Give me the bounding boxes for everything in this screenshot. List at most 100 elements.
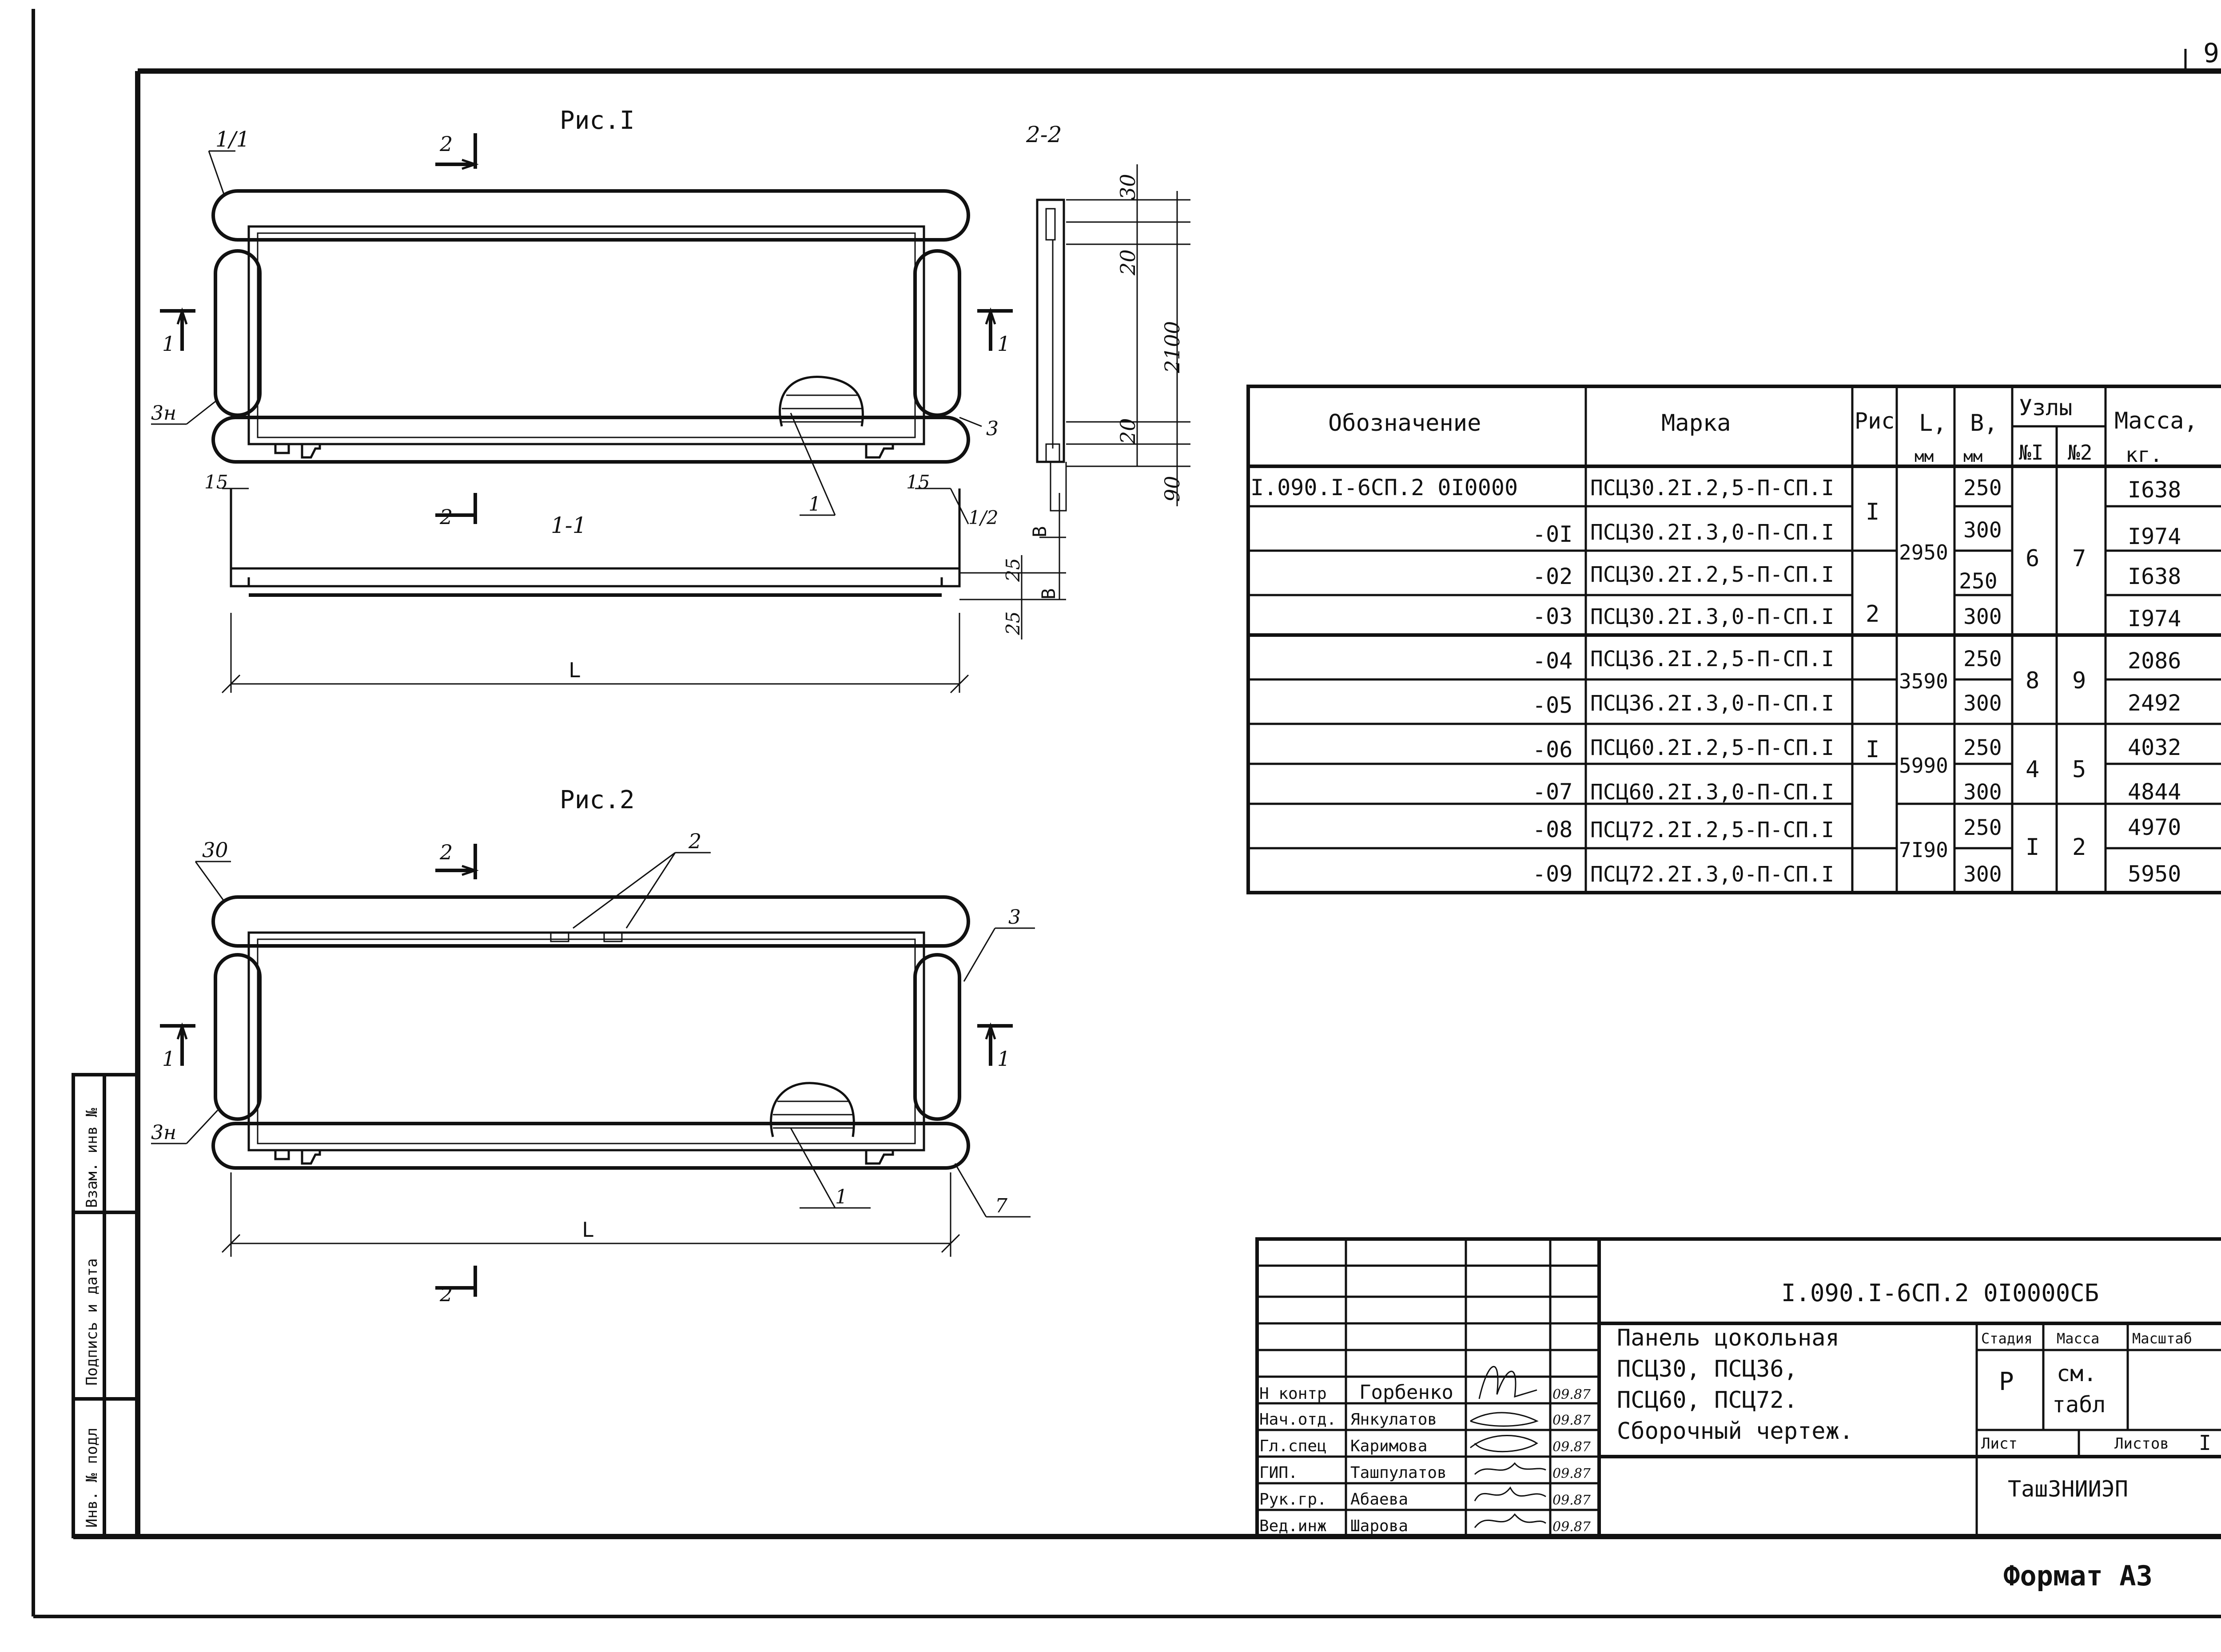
fig2-label-left: 3н [151,1121,176,1144]
node1-group-3: I [2026,834,2039,861]
sig-date-0: 09.87 [1552,1387,1591,1402]
title-line-3: ПСЦ60, ПСЦ72. [1617,1387,1798,1414]
node2-group-1: 9 [2072,667,2086,694]
th-mass: Масса, [2114,408,2198,434]
dim-11-15-left: 15 [204,471,228,493]
row-5-B: 300 [1963,691,2002,716]
section-2-2: 2-2 30 20 2100 20 90 [1026,122,1190,512]
fig1-section-mark-top: 2 [439,132,453,156]
title-line-2: ПСЦ30, ПСЦ36, [1617,1356,1798,1382]
fig-group-1: 2 [1866,601,1879,627]
L-group-0: 2950 [1899,540,1948,564]
row-3-mark: ПСЦ30.2I.3,0-П-СП.I [1590,604,1834,629]
row-7-designation: -07 [1532,779,1572,805]
section-22-title: 2-2 [1026,122,1062,147]
node1-group-0: 6 [2026,545,2039,572]
fig1-section-mark-right: 1 [997,332,1010,356]
title-line-1: Панель цокольная [1617,1325,1839,1351]
sig-name-4: Абаева [1350,1490,1408,1509]
fig2-title: Рис.2 [560,786,635,814]
fig1-label-bottom: 1 [808,493,821,516]
row-5-designation: -05 [1532,692,1572,718]
row-8-designation: -08 [1532,817,1572,842]
stamp-replace-inv: Взам. инв № [83,1108,101,1208]
title-line-4: Сборочный чертеж. [1617,1418,1853,1445]
row-0-mass: I638 [2128,477,2181,503]
dim-11-B-side: B [1038,588,1059,600]
row-6-B: 250 [1963,735,2002,760]
row-1-mass: I974 [2128,524,2181,549]
dim-11-25-bottom: 25 [1002,612,1024,635]
sheets-value: I [2199,1431,2211,1455]
sig-date-3: 09.87 [1552,1466,1591,1481]
fig1-title: Рис.I [560,106,635,135]
dim-22-90: 90 [1160,476,1184,502]
row-1-B: 300 [1963,518,2002,543]
row-4-mass: 2086 [2128,648,2181,674]
th-fig: Рис [1855,408,1895,434]
mass-value-1: см. [2057,1361,2097,1386]
row-0-mark: ПСЦ30.2I.2,5-П-СП.I [1590,476,1834,500]
stamp-inv-no: Инв. № подл [83,1428,101,1528]
row-7-mark: ПСЦ60.2I.3,0-П-СП.I [1590,780,1834,805]
th-designation: Обозначение [1328,410,1481,437]
row-9-mark: ПСЦ72.2I.3,0-П-СП.I [1590,862,1834,887]
fig2-dim-L: L [582,1218,594,1242]
handwritten-signatures [1470,1366,1546,1528]
sig-name-2: Каримова [1350,1437,1427,1455]
node1-group-2: 4 [2026,756,2039,783]
th-node2: №2 [2068,441,2092,465]
row-7-B: 300 [1963,780,2002,805]
organization: ТашЗНИИЭП [2008,1476,2128,1502]
th-L: L, [1919,410,1947,437]
sig-date-5: 09.87 [1552,1519,1591,1535]
side-stamp: Взам. инв № Подпись и дата Инв. № подл [72,1073,139,1538]
fig1-section-mark-bottom: 2 [439,505,453,529]
fig2-label-top-mid: 2 [688,829,701,853]
stamp-signature-date: Подпись и дата [83,1258,101,1386]
dim-22-2100: 2100 [1160,321,1184,373]
dim-11-15-right: 15 [906,471,930,493]
row-4-B: 250 [1963,647,2002,671]
sig-date-2: 09.87 [1552,1439,1591,1455]
stage-label: Стадия [1981,1330,2033,1347]
row-5-mark: ПСЦ36.2I.3,0-П-СП.I [1590,691,1834,716]
row-0-B: 250 [1963,476,2002,500]
row-6-mark: ПСЦ60.2I.2,5-П-СП.I [1590,735,1834,760]
dim-22-20-top: 20 [1116,249,1140,276]
dim-22-20-bottom: 20 [1116,418,1140,445]
fig1-label-right: 3 [986,417,999,440]
th-B-unit: мм [1963,448,1982,466]
row-0-designation: I.090.I-6СП.2 0I0000 [1250,475,1518,500]
row-2-B: 250 [1959,569,1998,594]
sheet-label: Лист [1981,1435,2018,1453]
fig1-label-left: 3н [151,402,176,425]
th-node1: №I [2019,441,2043,465]
L-group-1: 3590 [1899,669,1948,693]
row-2-mass: I638 [2128,564,2181,589]
fig2-section-mark-bottom: 2 [439,1282,453,1306]
node2-group-3: 2 [2072,834,2086,861]
title-block: I.090.I-6СП.2 0I0000СБ Панель цокольная … [1255,1237,2221,1538]
row-5-mass: 2492 [2128,690,2181,716]
fig1-section-mark-left: 1 [162,332,175,356]
fig2-label-top-left: 30 [202,838,228,862]
doc-code: I.090.I-6СП.2 0I0000СБ [1781,1279,2099,1307]
node2-group-2: 5 [2072,756,2086,783]
row-3-mass: I974 [2128,606,2181,631]
node1-group-1: 8 [2026,667,2039,694]
row-3-designation: -03 [1532,604,1572,629]
fig1-dim-L: L [569,658,581,682]
row-4-mark: ПСЦ36.2I.2,5-П-СП.I [1590,647,1834,671]
mass-label: Масса [2057,1330,2099,1347]
row-6-designation: -06 [1532,737,1572,762]
th-L-unit: мм [1915,448,1934,466]
spec-table: Обозначение Марка Рис L, мм B, мм Узлы №… [1246,385,2221,894]
sheets-label: Листов [2114,1435,2169,1453]
mass-value-2: табл [2052,1392,2106,1418]
figure-1: Рис.I 1/1 3н 3 1 2 2 1 [151,106,1013,529]
row-2-mark: ПСЦ30.2I.2,5-П-СП.I [1590,562,1834,587]
stage-value: Р [1999,1367,2014,1396]
row-2-designation: -02 [1532,564,1572,589]
